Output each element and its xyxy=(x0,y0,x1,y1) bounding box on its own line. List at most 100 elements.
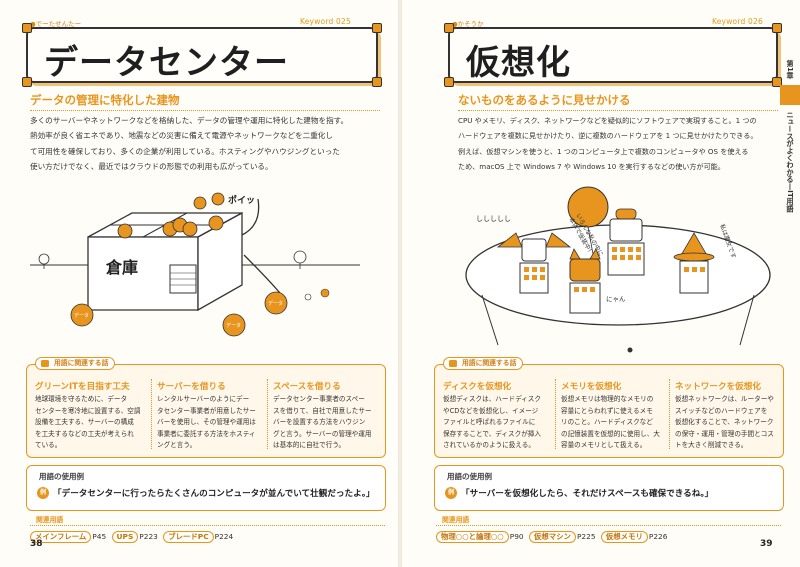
text-line: の保守・運用・管理の手間とコス xyxy=(675,429,774,438)
corner-marker xyxy=(22,77,32,87)
example-icon: 例 xyxy=(445,487,457,499)
text-line: 容量にとらわれずに使えるメモ xyxy=(561,406,653,415)
text-line: スを借りて、自社で用意したサー xyxy=(273,406,372,415)
related-term-link[interactable]: 仮想マシン xyxy=(528,531,576,543)
body-line: ため、macOS 上で Windows 7 や Windows 10 を実行する… xyxy=(458,161,725,171)
left-page: ●でーたせんたー Keyword 025 データセンター データの管理に特化した… xyxy=(0,0,398,567)
warehouse-sign: 倉庫 xyxy=(105,258,138,277)
chapter-side-tab[interactable]: 第1章 ニュースがよくわかる—IT用語 xyxy=(780,55,800,335)
page-title: データセンター xyxy=(44,43,289,83)
text-line: 容量のメモリとして扱える。 xyxy=(561,441,647,450)
data-label: データ xyxy=(268,300,283,307)
divider xyxy=(436,525,781,526)
column-divider xyxy=(267,379,268,449)
subtitle: データの管理に特化した建物 xyxy=(30,93,180,107)
related-term-link[interactable]: UPS xyxy=(111,531,139,543)
usage-heading: 用語の使用例 xyxy=(39,472,84,481)
data-ball xyxy=(208,215,224,231)
page-reference: P226 xyxy=(648,532,668,541)
text-line: 設備を工夫する、サーバーの構成 xyxy=(35,418,134,427)
title-box: 仮想化 xyxy=(444,23,782,87)
page-reference: P224 xyxy=(214,532,234,541)
data-ball xyxy=(222,313,246,337)
body-line: 熱効率が良く省エネであり、地震などの災害に備えて電源やネットワークなどを二重化し xyxy=(30,131,333,141)
robot-arm xyxy=(241,198,260,236)
related-term-link[interactable]: 物理○○と論理○○ xyxy=(436,531,509,543)
related-topic-text: レンタルサーバーのようにデー タセンター事業者が用意したサー バーを使用し、その… xyxy=(157,394,269,452)
page-number: 38 xyxy=(30,539,43,549)
related-topic-heading: ディスクを仮想化 xyxy=(443,382,512,392)
body-line: て可用性を確保しており、多くの企業が利用している。ホスティングやハウジングといっ… xyxy=(30,146,340,156)
page-reference: P225 xyxy=(576,532,596,541)
text-line: バーを使用し、その管理や運用は xyxy=(157,418,256,427)
related-topic-text: データセンター事業者のスペー スを借りて、自社で用意したサー バーを設置する方法… xyxy=(273,394,385,452)
related-topic-heading: ネットワークを仮想化 xyxy=(675,382,761,392)
body-line: 使い方だけでなく、最近ではクラウドの形態での利用も広がっている。 xyxy=(30,161,273,171)
divider xyxy=(458,110,778,111)
text-line: リのこと。ハードディスクなど xyxy=(561,418,653,427)
text-line: グと言う。サーバーの管理や運用 xyxy=(273,429,372,438)
text-line: バーを設置する方法をハウジン xyxy=(273,418,366,427)
chapter-label: 第1章 xyxy=(786,59,794,79)
text-line: 仮想ネットワークは、ルーターや xyxy=(675,395,774,403)
related-topic-text: 仮想ディスクは、ハードディスク やCDなどを仮想化し、イメージ ファイルと呼ばれ… xyxy=(443,394,555,452)
divider xyxy=(30,525,385,526)
related-term-link[interactable]: メインフレーム xyxy=(30,531,92,543)
book-gutter xyxy=(398,0,402,567)
corner-marker xyxy=(772,77,782,87)
related-topic-heading: スペースを借りる xyxy=(273,382,341,392)
usage-heading: 用語の使用例 xyxy=(447,472,492,481)
text-line: 地球環境を守るために、データ xyxy=(35,395,128,403)
body-line: 例えば、仮想マシンを使うと、1 つのコンピュータ上で複数のコンピュータや OS … xyxy=(458,146,749,156)
hat-icon xyxy=(615,208,637,220)
body-line: CPU やメモリ、ディスク、ネットワークなどを疑似的にソフトウェアで実現すること… xyxy=(458,116,757,125)
data-ball xyxy=(320,288,330,298)
subtitle: ないものをあるように見せかける xyxy=(458,93,631,107)
corner-marker xyxy=(22,23,32,33)
related-topics-tab: 用語に関連する話 xyxy=(443,357,524,370)
text-line: トを大きく削減できる。 xyxy=(675,441,748,450)
related-terms-heading: 関連用語 xyxy=(442,516,470,524)
page-reference: P45 xyxy=(92,532,107,541)
related-topic: ディスクを仮想化 仮想ディスクは、ハードディスク やCDなどを仮想化し、イメージ… xyxy=(443,380,555,452)
usage-example-text: 「データセンターに行ったらたくさんのコンピュータが並んでいて壮観だったよ。」 xyxy=(53,489,375,499)
related-term-link[interactable]: ブレードPC xyxy=(163,531,214,543)
column-divider xyxy=(151,379,152,449)
warehouse-side xyxy=(197,211,243,312)
small-robot-icon xyxy=(304,293,312,301)
related-topic-heading: サーバーを借りる xyxy=(157,382,226,392)
page-title: 仮想化 xyxy=(466,43,571,83)
data-ball xyxy=(193,196,207,210)
text-line: ファイルと呼ばれるファイルに xyxy=(443,418,536,427)
corner-marker xyxy=(372,23,382,33)
related-topic: スペースを借りる データセンター事業者のスペー スを借りて、自社で用意したサー … xyxy=(273,380,385,452)
tree-icon xyxy=(293,250,307,264)
corner-marker xyxy=(444,23,454,33)
warehouse-illustration: 倉庫 ポイッ データ データ データ xyxy=(30,192,360,337)
data-label: データ xyxy=(74,312,89,319)
example-icon: 例 xyxy=(37,487,49,499)
usage-example-text: 「サーバーを仮想化したら、それだけスペースも確保できるね。」 xyxy=(461,489,714,499)
text-line: 仮想化することで、ネットワーク xyxy=(675,418,774,427)
related-topic-text: 仮想メモリは物理的なメモリの 容量にとらわれずに使えるメモ リのこと。ハードディ… xyxy=(561,394,673,452)
related-term-link[interactable]: 仮想メモリ xyxy=(600,531,648,543)
related-topics-tab: 用語に関連する話 xyxy=(35,357,116,370)
related-topic-text: 仮想ネットワークは、ルーターや スイッチなどのハードウェアを 仮想化することで、… xyxy=(675,394,787,452)
text-line: を工夫するなどの工夫が考えられ xyxy=(35,429,134,438)
text-line: タセンター事業者が用意したサー xyxy=(157,406,256,415)
robot-body xyxy=(679,260,709,294)
data-label: データ xyxy=(226,322,241,329)
data-ball xyxy=(117,223,133,239)
speech-text: ししししし xyxy=(476,215,511,223)
data-ball xyxy=(264,291,288,315)
column-divider xyxy=(669,379,670,449)
related-topics-box: 用語に関連する話 グリーンITを目指す工夫 地球環境を守るために、データ センタ… xyxy=(26,357,386,458)
divider xyxy=(30,110,380,111)
column-divider xyxy=(555,379,556,449)
robot-head xyxy=(609,218,643,242)
data-ball xyxy=(70,303,94,327)
data-ball xyxy=(211,192,225,206)
